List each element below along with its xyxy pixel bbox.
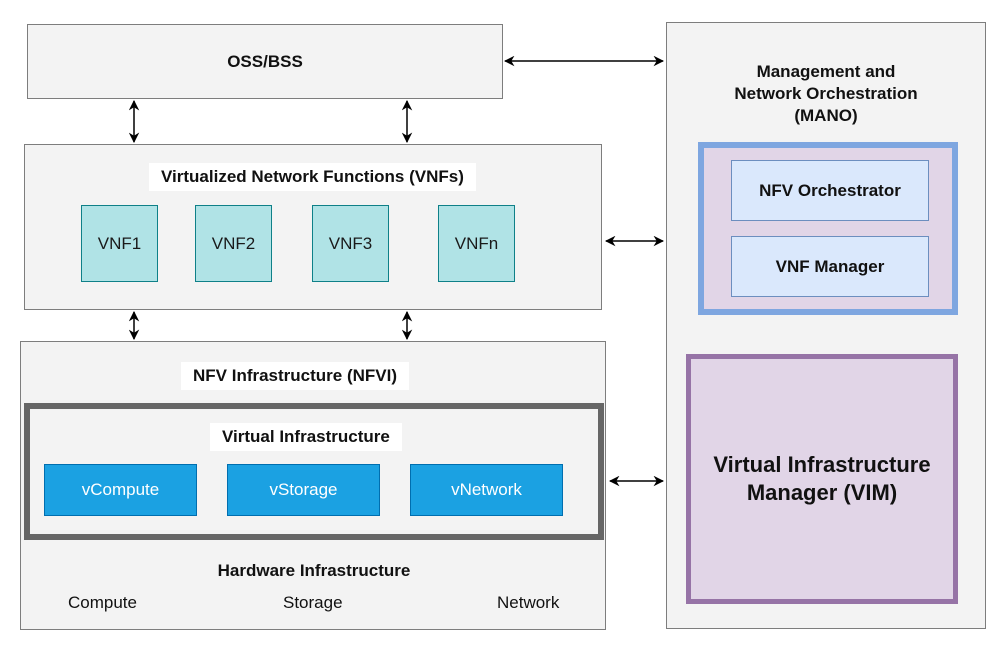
vnetwork-box: vNetwork [410,464,563,516]
vnf-item: VNF3 [312,205,389,282]
vnf-manager-box: VNF Manager [731,236,929,297]
hardware-infrastructure-title: Hardware Infrastructure [217,561,411,580]
vnfs-box: Virtualized Network Functions (VNFs) VNF… [24,144,602,310]
hardware-storage-label: Storage [283,593,343,612]
mano-box: Management and Network Orchestration (MA… [666,22,986,629]
mano-orchestration-group: NFV Orchestrator VNF Manager [698,142,958,315]
vim-label-line2: Manager (VIM) [746,480,898,505]
nfvi-title: NFV Infrastructure (NFVI) [181,362,410,390]
vcompute-box: vCompute [44,464,197,516]
nfv-orchestrator-box: NFV Orchestrator [731,160,929,221]
hardware-compute-label: Compute [68,593,137,612]
vim-label-line1: Virtual Infrastructure [713,452,931,477]
nfvi-box: NFV Infrastructure (NFVI) Virtual Infras… [20,341,606,630]
vnf-item: VNFn [438,205,515,282]
vnf-item: VNF2 [195,205,272,282]
vim-box: Virtual Infrastructure Manager (VIM) [686,354,958,604]
vnf-item: VNF1 [81,205,158,282]
mano-title-line1: Management and [756,62,896,81]
hardware-network-label: Network [497,593,560,612]
virtual-infrastructure-box: Virtual Infrastructure vCompute vStorage… [24,403,604,540]
vnfs-title: Virtualized Network Functions (VNFs) [149,163,476,191]
vstorage-box: vStorage [227,464,380,516]
mano-title: Management and Network Orchestration (MA… [667,61,985,127]
oss-bss-box: OSS/BSS [27,24,503,99]
virtual-infrastructure-title: Virtual Infrastructure [210,423,402,451]
mano-title-line3: (MANO) [794,106,858,125]
mano-title-line2: Network Orchestration [734,84,918,103]
oss-bss-label: OSS/BSS [227,51,303,71]
